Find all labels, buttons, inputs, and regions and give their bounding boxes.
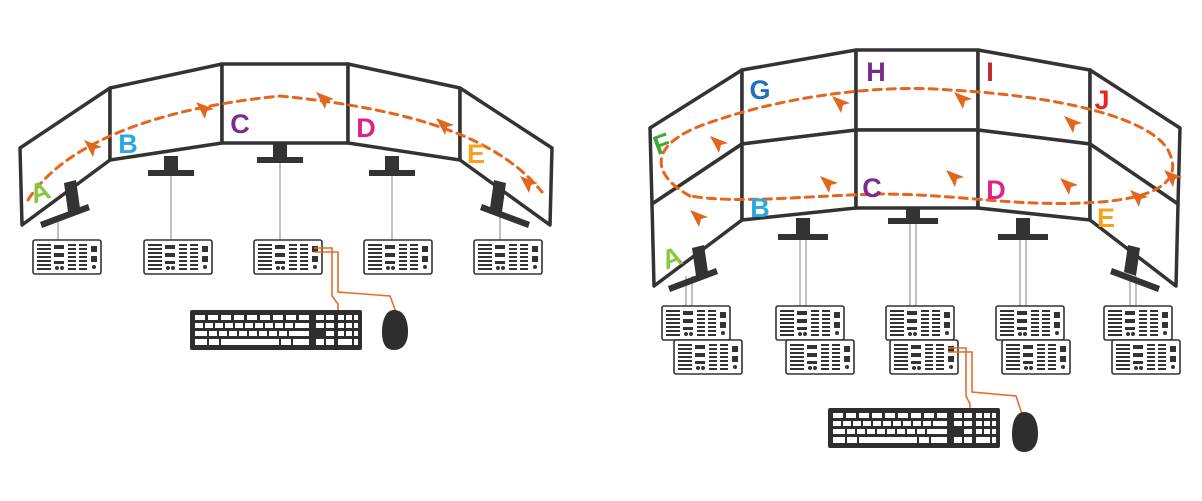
- cursor-arrow-icon: [1064, 116, 1082, 133]
- cable: [314, 247, 339, 312]
- computer-icon: [143, 239, 213, 275]
- right-kvm-cables: [948, 347, 1023, 415]
- right-setup: F G H I J A B C D E: [648, 48, 1182, 452]
- mouse-path-right: [659, 87, 1175, 205]
- left-setup: A B C D E: [18, 62, 554, 350]
- monitor-label-b: B: [750, 193, 770, 223]
- monitor-e: [1088, 142, 1180, 288]
- monitor-label-h: H: [866, 57, 886, 87]
- left-video-cables: [57, 160, 501, 240]
- cursor-arrow-icon: [1130, 190, 1148, 207]
- cursor-arrow-icon: [954, 92, 972, 109]
- monitor-label-b: B: [118, 129, 138, 159]
- left-monitor-stands: [40, 143, 530, 228]
- cursor-arrow-icon: [832, 96, 850, 113]
- monitor-label-e: E: [1097, 203, 1115, 233]
- left-kvm-cables: [314, 247, 397, 313]
- stand: [490, 180, 506, 212]
- monitor-label-d: D: [986, 175, 1006, 205]
- stand: [1124, 245, 1140, 276]
- stand-base: [148, 170, 194, 176]
- cursor-arrow-icon: [820, 176, 838, 193]
- left-computers: [32, 239, 543, 275]
- stand: [273, 143, 287, 159]
- monitor-label-c: C: [862, 173, 882, 203]
- stand: [692, 245, 708, 276]
- cable: [314, 251, 397, 313]
- stand-base: [257, 157, 303, 163]
- stand: [796, 218, 810, 236]
- mouse-icon: [1012, 412, 1038, 452]
- cursor-arrow-icon: [690, 210, 708, 227]
- monitor-label-j: J: [1094, 85, 1109, 115]
- computer-icon: [673, 339, 743, 375]
- computer-icon: [775, 305, 845, 341]
- cable: [948, 351, 1023, 415]
- stand: [164, 156, 178, 172]
- cursor-arrow-icon: [1164, 170, 1182, 187]
- computer-icon: [32, 239, 102, 275]
- monitor-label-e: E: [467, 139, 485, 169]
- right-computers: [661, 305, 1181, 375]
- stand-base: [778, 234, 828, 240]
- keyboard-icon: [190, 310, 362, 350]
- stand-base: [40, 204, 90, 228]
- cursor-arrow-icon: [520, 176, 538, 193]
- monitor-label-c: C: [230, 109, 250, 139]
- monitor-label-d: D: [356, 113, 376, 143]
- cursor-arrow-icon: [710, 136, 728, 153]
- computer-icon: [885, 305, 955, 341]
- cursor-arrow-icon: [436, 118, 454, 135]
- stand: [64, 180, 80, 212]
- stand-base: [888, 218, 938, 224]
- stand-base: [369, 170, 415, 176]
- monitor-label-i: I: [986, 57, 994, 87]
- monitor-label-g: G: [749, 75, 770, 105]
- stand-base: [668, 268, 718, 292]
- right-monitor-stands: [668, 208, 1160, 292]
- computer-icon: [253, 239, 323, 275]
- cable: [948, 347, 971, 412]
- computer-icon: [889, 339, 959, 375]
- cursor-arrow-icon: [316, 92, 334, 109]
- monitor-d: [346, 62, 462, 162]
- cursor-arrow-icon: [946, 170, 964, 187]
- computer-icon: [1001, 339, 1071, 375]
- cursor-arrow-icon: [84, 140, 102, 157]
- computer-icon: [1111, 339, 1181, 375]
- stand-base: [998, 234, 1048, 240]
- mouse-icon: [382, 310, 408, 350]
- computer-icon: [1103, 305, 1173, 341]
- computer-icon: [661, 305, 731, 341]
- left-cursor-arrows: [84, 92, 538, 193]
- keyboard-icon: [828, 408, 1000, 448]
- computer-icon: [785, 339, 855, 375]
- computer-icon: [995, 305, 1065, 341]
- stand-base: [1110, 268, 1160, 292]
- computer-icon: [363, 239, 433, 275]
- cursor-arrow-icon: [1060, 178, 1078, 195]
- cursor-arrow-icon: [196, 102, 214, 119]
- computer-icon: [473, 239, 543, 275]
- stand-base: [480, 204, 530, 228]
- stand: [385, 156, 399, 172]
- mouse-path-left: [26, 94, 544, 202]
- stand: [1016, 218, 1030, 236]
- right-cursor-arrows: [690, 92, 1182, 227]
